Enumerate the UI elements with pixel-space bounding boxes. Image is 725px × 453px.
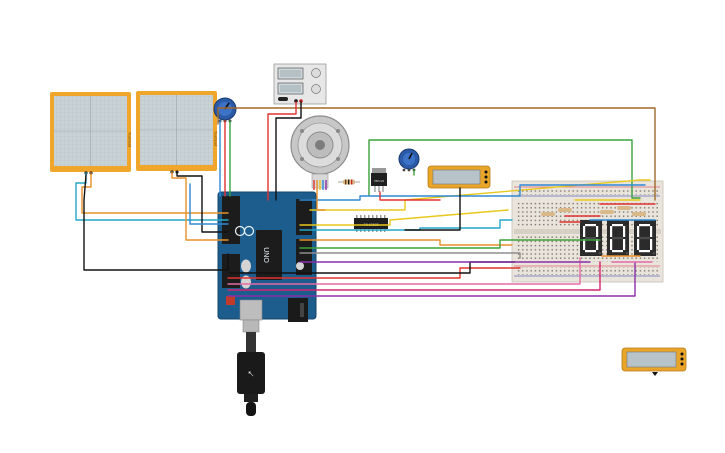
segment	[583, 239, 586, 250]
segment	[639, 224, 650, 227]
power-supply[interactable]	[273, 63, 327, 105]
segment	[585, 224, 596, 227]
decimal-point	[652, 251, 656, 255]
segment	[650, 226, 653, 237]
segment	[596, 239, 599, 250]
decimal-point	[625, 251, 629, 255]
touchpad-left[interactable]: Touchpad	[50, 92, 132, 175]
arduino-label: UNO	[262, 247, 269, 263]
segment	[637, 239, 640, 250]
lcd-bottom[interactable]	[621, 347, 687, 376]
segment	[585, 237, 596, 240]
segment	[612, 224, 623, 227]
arduino-logo-icon	[234, 225, 255, 237]
lcd-top[interactable]	[427, 165, 491, 189]
usb-icon: ⭦	[248, 369, 254, 379]
seven-segment-digit[interactable]	[607, 220, 629, 256]
wires	[75, 101, 656, 297]
segment	[610, 239, 613, 250]
segment	[583, 226, 586, 237]
touchpad-left-label: Touchpad	[128, 132, 132, 147]
segment	[596, 226, 599, 237]
potentiometer-left[interactable]	[213, 97, 237, 123]
seven-segment-digit[interactable]	[580, 220, 602, 256]
regulator-label: 78P123	[374, 179, 385, 183]
arduino-uno[interactable]: UNO	[217, 191, 317, 322]
seven-segment-digit[interactable]	[634, 220, 656, 256]
voltage-regulator[interactable]: 78P123	[371, 168, 387, 192]
segment	[612, 237, 623, 240]
touchpad-right[interactable]: Touchpad	[136, 91, 218, 174]
segment	[585, 250, 596, 253]
usb-cable[interactable]: ⭦	[237, 319, 265, 416]
touchpad-right-label: Touchpad	[214, 131, 218, 146]
segment	[610, 226, 613, 237]
decimal-point	[598, 251, 602, 255]
breadboard-resistors[interactable]	[541, 206, 646, 216]
segment	[623, 226, 626, 237]
segment	[650, 239, 653, 250]
seven-segment-displays[interactable]	[580, 220, 656, 256]
resistor[interactable]	[338, 179, 360, 185]
potentiometer-right[interactable]	[398, 148, 420, 172]
segment	[639, 237, 650, 240]
segment	[612, 250, 623, 253]
segment	[623, 239, 626, 250]
segment	[637, 226, 640, 237]
dc-motor[interactable]	[290, 115, 350, 190]
segment	[639, 250, 650, 253]
